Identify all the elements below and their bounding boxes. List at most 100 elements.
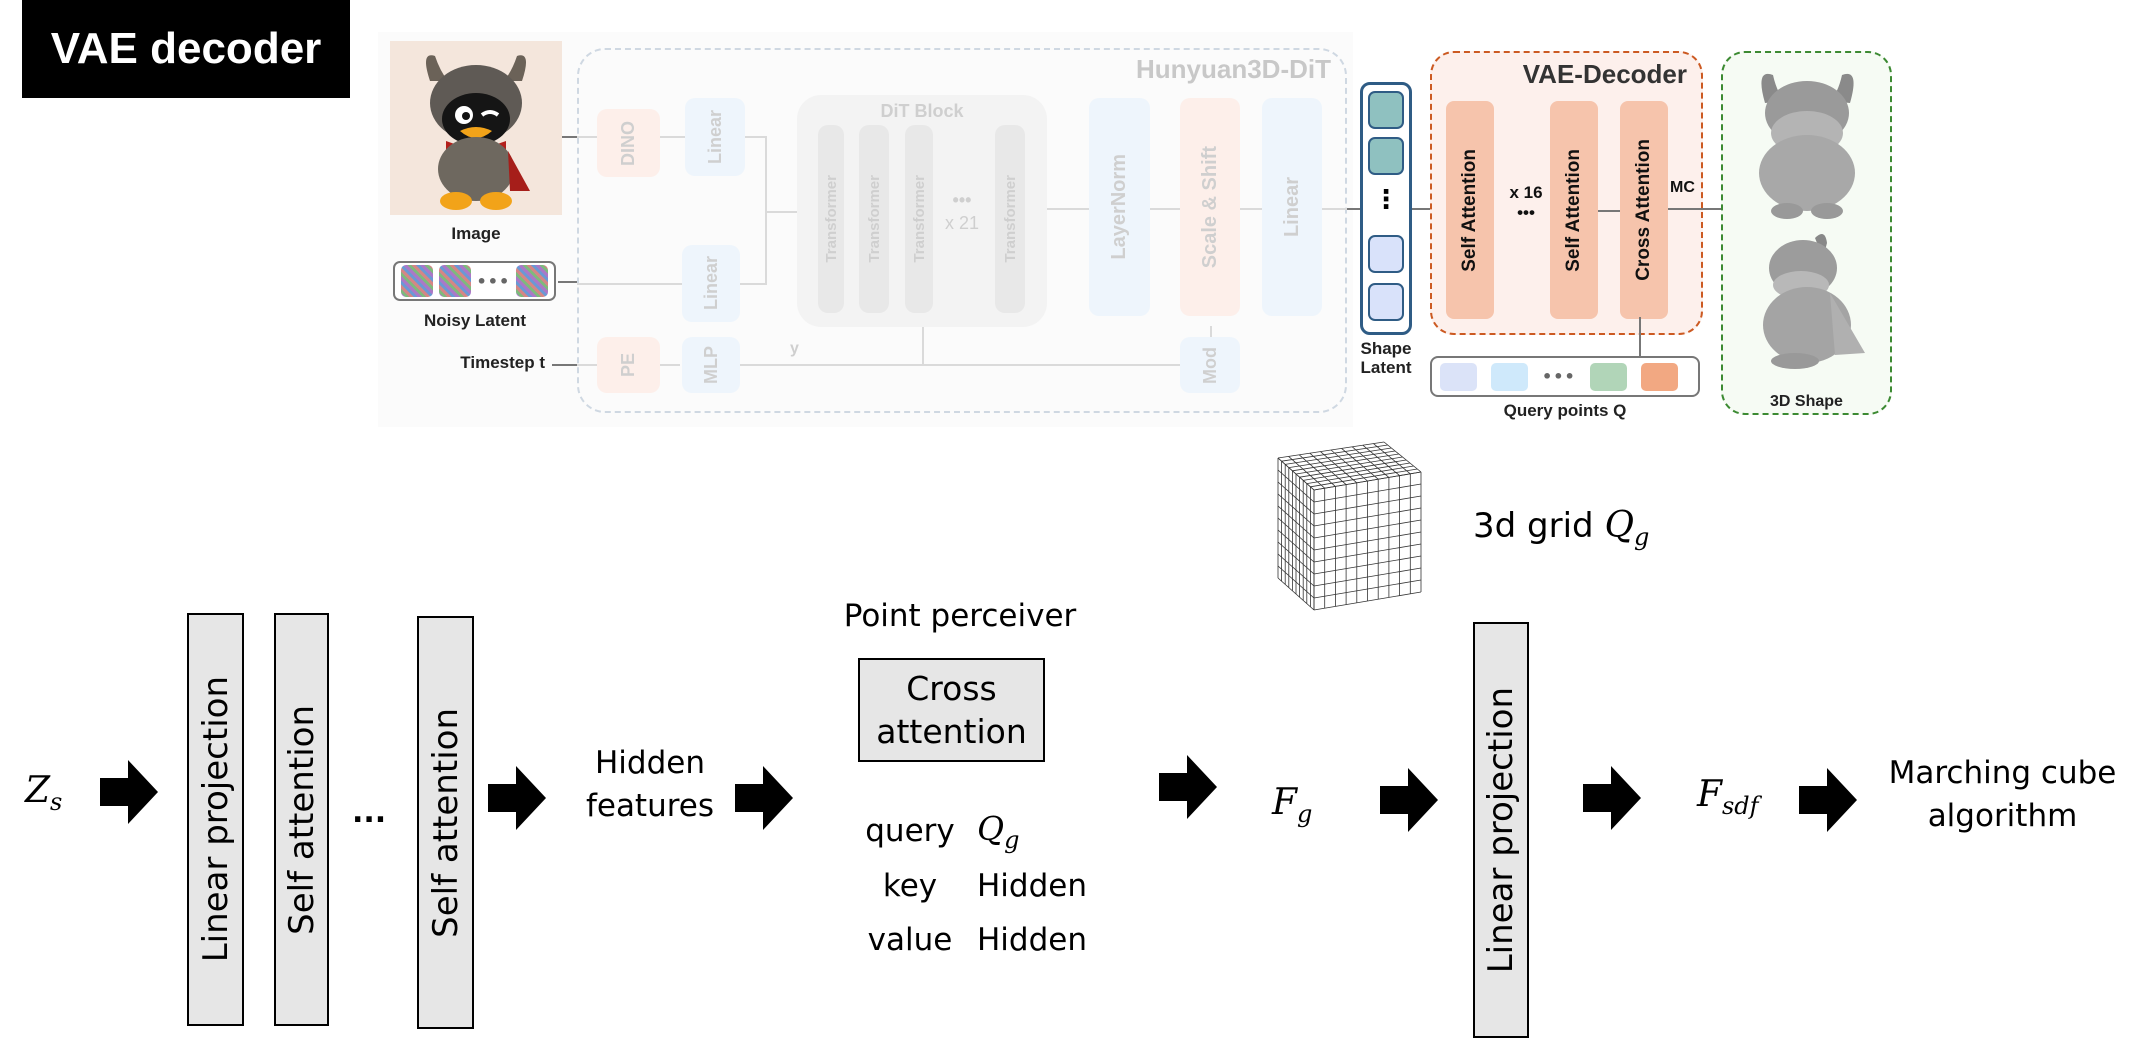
pe-block: PE	[597, 337, 660, 393]
grid-symbol: Qg	[1604, 505, 1649, 551]
key-label: key	[882, 867, 938, 904]
linear-projection-label: Linear projection	[1481, 686, 1521, 974]
mc-label: MC	[1670, 179, 1695, 196]
noise-tile-icon	[438, 265, 471, 297]
zs-sub: s	[50, 788, 63, 816]
faded-line	[1047, 208, 1089, 210]
section-title-text: VAE decoder	[50, 24, 322, 73]
transformer-block: Transformer	[905, 125, 933, 313]
faded-line	[577, 136, 597, 138]
grid-label-text: 3d grid	[1473, 506, 1594, 546]
dit-block-title: DiT Block	[880, 101, 964, 121]
grid-label: 3d grid Qg	[1473, 505, 1649, 551]
y-label: y	[790, 340, 799, 357]
faded-line	[740, 283, 767, 285]
query-token	[1589, 362, 1627, 391]
repeat-dots: •••	[1517, 203, 1535, 222]
query-points-box: •••	[1430, 356, 1700, 397]
transformer-label: Transformer	[822, 175, 840, 263]
grid-line	[1313, 471, 1422, 491]
hidden-features-line: Hidden	[595, 745, 705, 781]
grid-line	[1351, 446, 1390, 478]
arrow-right-icon	[488, 766, 546, 830]
qkv-row-query: query Qg	[855, 805, 1115, 857]
linear-top-label: Linear	[704, 109, 725, 165]
noisy-latent-dots: •••	[476, 271, 511, 291]
arrow-line	[1412, 208, 1430, 210]
3d-shape-label: 3D Shape	[1770, 393, 1843, 410]
hidden-features-label: Hidden features	[565, 742, 735, 828]
query-symbol: Q	[977, 808, 1005, 848]
repeat-label: x 21	[944, 213, 980, 233]
grid-line	[1313, 579, 1422, 599]
faded-line	[660, 364, 680, 366]
latent-token	[1368, 91, 1404, 129]
query-points-label: Query points Q	[1503, 401, 1627, 420]
connector-line	[558, 281, 577, 283]
grid-line	[1277, 565, 1315, 599]
qkv-row-key: key Hidden	[855, 857, 1115, 914]
transformer-label: Transformer	[910, 175, 928, 263]
cross-attention-line: attention	[876, 712, 1027, 751]
grid-line	[1277, 577, 1315, 611]
scale-shift-block: Scale & Shift	[1180, 98, 1240, 316]
self-attention-label: Self attention	[425, 707, 466, 938]
cross-attention-line: Cross	[906, 669, 997, 708]
marching-cube-line: Marching cube	[1888, 755, 2117, 791]
zs-input-symbol: Zs	[25, 770, 62, 816]
faded-line	[745, 136, 767, 138]
3d-grid-cube-icon	[1277, 441, 1422, 611]
layernorm-block: LayerNorm	[1089, 98, 1150, 316]
input-image-penguin	[390, 41, 562, 215]
dit-title: Hunyuan3D-DiT	[1136, 54, 1331, 84]
hunyuan3d-dit-region: Hunyuan3D-DiT	[577, 48, 1347, 413]
grid-line	[1383, 441, 1422, 473]
fsdf-sub: sdf	[1721, 792, 1759, 820]
scale-shift-label: Scale & Shift	[1198, 145, 1221, 269]
image-label: Image	[451, 224, 501, 243]
arrow-right-icon	[100, 760, 158, 824]
fg-main: F	[1272, 782, 1297, 823]
linear-out-block: Linear	[1262, 98, 1322, 316]
latent-token	[1368, 283, 1404, 321]
cross-attention-block: Cross attention	[858, 658, 1045, 762]
grid-symbol-main: Q	[1604, 505, 1634, 546]
query-label: query	[865, 813, 955, 849]
linear-mid-label: Linear	[700, 256, 721, 311]
linear-out-label: Linear	[1280, 176, 1303, 238]
dino-label: DINO	[618, 120, 638, 166]
grid-line	[1303, 462, 1410, 481]
grid-line	[1313, 531, 1422, 551]
query-arrow-line	[1639, 317, 1641, 356]
mod-block: Mod	[1180, 337, 1240, 393]
self-attention-block: Self Attention	[1446, 101, 1494, 319]
hidden-features-line: features	[585, 788, 715, 824]
fg-sub: g	[1296, 800, 1313, 828]
dit-block: DiT Block Transformer Transformer Transf…	[797, 95, 1047, 327]
faded-line	[1240, 208, 1262, 210]
linear-block-top: Linear	[685, 98, 745, 176]
vae-decoder-title: VAE-Decoder	[1522, 59, 1687, 89]
qkv-row-value: value Hidden	[855, 914, 1115, 966]
arrow-right-icon	[1583, 766, 1641, 830]
grid-line	[1295, 456, 1403, 475]
section-title: VAE decoder	[22, 0, 350, 98]
query-value: Qg	[977, 809, 1019, 854]
grid-line	[1277, 517, 1315, 551]
transformer-block: Transformer	[995, 125, 1025, 313]
arrow-right-icon	[1380, 768, 1438, 832]
point-perceiver-title: Point perceiver	[843, 598, 1077, 634]
faded-line	[577, 364, 597, 366]
query-token	[1440, 362, 1477, 391]
latent-token	[1368, 137, 1404, 175]
transformer-block: Transformer	[859, 125, 889, 313]
grid-line	[1341, 448, 1379, 480]
noisy-latent-box: •••	[393, 261, 556, 301]
marching-cube-label: Marching cube algorithm	[1870, 752, 2135, 838]
vae-decoder-region: VAE-Decoder Self Attention x 16 ••• Self…	[1430, 51, 1703, 335]
mlp-label: MLP	[700, 346, 721, 384]
arrow-right-icon	[735, 766, 793, 830]
query-sub: g	[1004, 825, 1020, 854]
transformer-label: Transformer	[1001, 175, 1019, 263]
grid-line	[1313, 555, 1422, 575]
